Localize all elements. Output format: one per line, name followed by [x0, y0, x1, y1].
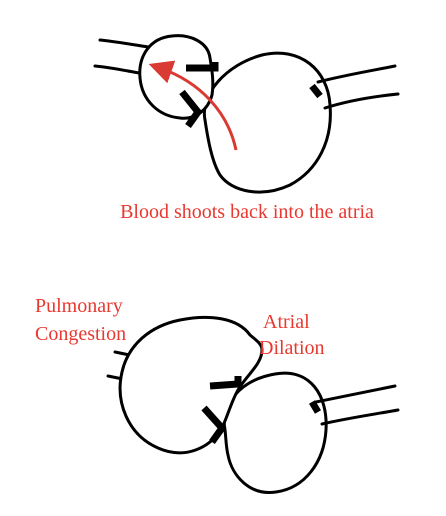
top-valve-upper-leaflet — [186, 62, 219, 72]
top-valve-lower-leaflet — [179, 89, 203, 129]
regurgitation-arrow — [148, 60, 238, 151]
top-left-vessel-upper — [98, 38, 157, 50]
top-heart — [93, 34, 400, 194]
top-right-vessel-lower — [323, 92, 400, 110]
bottom-ventricle-outline — [222, 371, 328, 494]
top-left-vessel-lower — [93, 64, 147, 76]
bottom-atrium-outline — [118, 315, 264, 455]
pulmonary-congestion-label-line1: Pulmonary — [35, 295, 123, 317]
atrial-dilation-label-line1: Atrial — [263, 311, 310, 333]
top-right-vessel-upper — [316, 64, 397, 84]
top-caption: Blood shoots back into the atria — [120, 201, 374, 223]
top-ventricle-outline — [202, 51, 332, 194]
bottom-valve-upper-leaflet — [209, 376, 242, 390]
atrial-dilation-label-line2: Dilation — [259, 337, 325, 359]
top-atrium-outline — [138, 34, 215, 120]
bottom-right-vessel-upper — [314, 384, 397, 404]
bottom-valve-lower-leaflet — [201, 405, 227, 445]
pulmonary-congestion-label-line2: Congestion — [35, 323, 126, 345]
bottom-heart — [106, 315, 400, 494]
bottom-right-valve-mark — [308, 400, 322, 414]
top-right-valve-mark — [309, 83, 323, 99]
bottom-right-vessel-lower — [320, 408, 400, 426]
